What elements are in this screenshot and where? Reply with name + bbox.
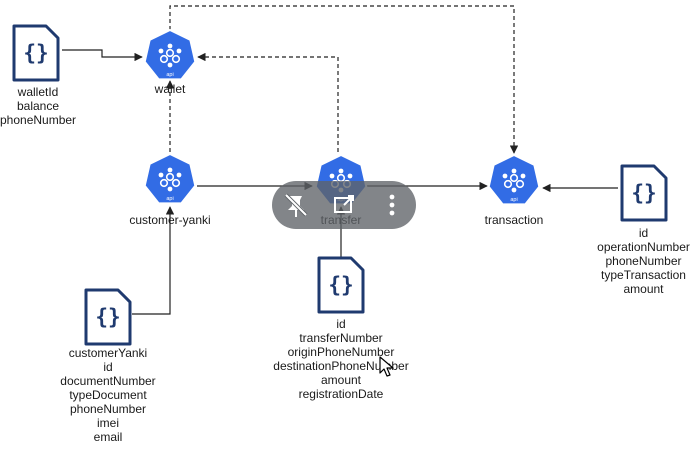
- json-file-icon: [620, 164, 668, 222]
- field-item: phoneNumber: [605, 254, 682, 268]
- field-item: id: [103, 360, 113, 374]
- kubernetes-api-icon: [143, 153, 197, 205]
- transfer-to-wallet-dashed-arrow: [197, 52, 339, 152]
- transaction-doc-node[interactable]: [620, 164, 668, 222]
- unpin-button[interactable]: [272, 181, 320, 229]
- customer-doc-node[interactable]: [84, 288, 132, 346]
- more-options-button[interactable]: [368, 181, 416, 229]
- floating-toolbar: [272, 181, 416, 229]
- json-file-icon: [12, 24, 60, 82]
- field-item: originPhoneNumber: [287, 345, 395, 359]
- transaction-label: transaction: [484, 213, 544, 227]
- field-item: customerYanki: [68, 346, 148, 360]
- more-vertical-icon: [389, 194, 395, 216]
- kubernetes-api-icon: [487, 154, 541, 206]
- connectors: [62, 5, 618, 315]
- field-item: balance: [16, 99, 60, 113]
- field-item: typeTransaction: [601, 268, 686, 282]
- field-item: typeDocument: [69, 388, 147, 402]
- field-item: registrationDate: [298, 387, 384, 401]
- json-file-icon: [317, 256, 365, 314]
- open-in-new-button[interactable]: [320, 181, 368, 229]
- field-item: imei: [96, 416, 119, 430]
- field-item: amount: [320, 373, 362, 387]
- field-item: id: [336, 317, 346, 331]
- field-item: phoneNumber: [69, 402, 147, 416]
- open-in-new-icon: [334, 195, 354, 213]
- transfer-doc-node[interactable]: [317, 256, 365, 314]
- wallet-doc-node[interactable]: [12, 24, 60, 82]
- transaction-node[interactable]: [487, 154, 541, 206]
- kubernetes-api-icon: [143, 29, 197, 81]
- field-item: amount: [623, 282, 664, 296]
- customer-doc-to-customer-yanki-arrow: [132, 206, 175, 315]
- field-item: destinationPhoneNumber: [273, 359, 409, 373]
- field-item: transferNumber: [299, 331, 383, 345]
- json-file-icon: [84, 288, 132, 346]
- wallet-label: wallet: [154, 82, 186, 96]
- field-item: walletId: [17, 85, 59, 99]
- customer-yanki-node[interactable]: [143, 153, 197, 205]
- mouse-pointer-icon: [379, 356, 394, 377]
- customer-yanki-label: customer-yanki: [129, 213, 211, 227]
- field-item: documentNumber: [60, 374, 156, 388]
- wallet-node[interactable]: [143, 29, 197, 81]
- field-item: phoneNumber: [0, 113, 77, 127]
- field-item: email: [93, 430, 123, 444]
- field-item: id: [638, 226, 649, 240]
- top-to-transaction-dashed-arrow: [169, 5, 519, 154]
- wallet-doc-to-wallet-arrow: [62, 49, 143, 62]
- field-item: operationNumber: [597, 240, 690, 254]
- unpin-icon: [284, 193, 308, 217]
